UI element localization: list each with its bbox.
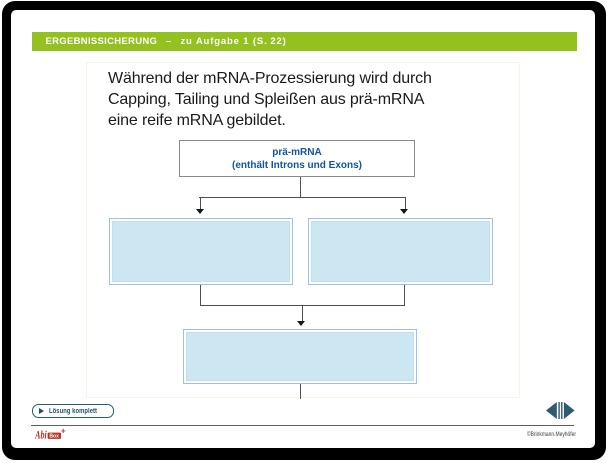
svg-text:+: + (61, 427, 66, 436)
svg-text:Abi: Abi (34, 429, 47, 442)
svg-text:Box: Box (49, 433, 59, 439)
